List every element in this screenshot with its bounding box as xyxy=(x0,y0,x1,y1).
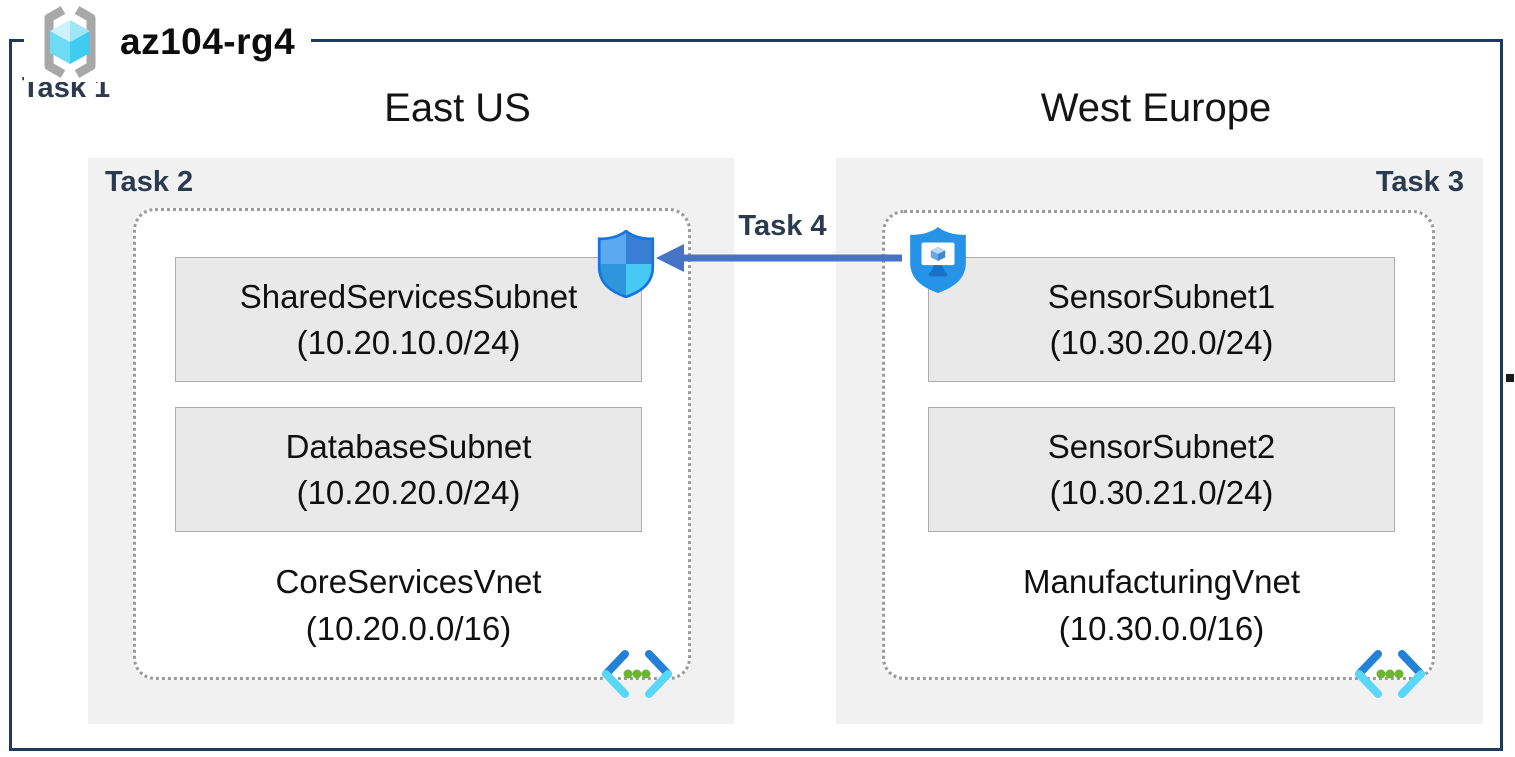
subnet-cidr: (10.20.20.0/24) xyxy=(296,473,521,511)
network-security-group-shield-icon xyxy=(597,230,655,298)
core-services-vnet-label: CoreServicesVnet (10.20.0.0/16) xyxy=(175,558,642,652)
subnet-cidr: (10.20.10.0/24) xyxy=(296,323,521,361)
task2-label: Task 2 xyxy=(105,166,194,198)
virtual-network-icon xyxy=(602,650,672,698)
subnet-cidr: (10.30.21.0/24) xyxy=(1049,473,1274,511)
resource-group-title-group: az104-rg4 xyxy=(24,2,312,82)
vnet-name: CoreServicesVnet xyxy=(275,563,542,600)
selection-handle-square xyxy=(1506,374,1514,382)
vnet-cidr: (10.20.0.0/16) xyxy=(305,610,512,647)
subnet-name: SharedServicesSubnet xyxy=(239,277,578,315)
virtual-network-icon xyxy=(1355,650,1425,698)
subnet-name: SensorSubnet1 xyxy=(1047,277,1276,315)
bastion-shield-monitor-icon xyxy=(910,227,966,293)
resource-group-icon xyxy=(44,6,96,78)
subnet-sensor1: SensorSubnet1 (10.30.20.0/24) xyxy=(928,257,1395,382)
subnet-name: SensorSubnet2 xyxy=(1047,427,1276,465)
subnet-sensor2: SensorSubnet2 (10.30.21.0/24) xyxy=(928,407,1395,532)
subnet-cidr: (10.30.20.0/24) xyxy=(1049,323,1274,361)
task4-label: Task 4 xyxy=(738,210,827,242)
vnet-cidr: (10.30.0.0/16) xyxy=(1058,610,1265,647)
peering-arrow xyxy=(656,244,902,272)
subnet-shared-services: SharedServicesSubnet (10.20.10.0/24) xyxy=(175,257,642,382)
resource-group-name: az104-rg4 xyxy=(120,21,296,62)
region-heading-west-europe: West Europe xyxy=(1040,86,1272,130)
subnet-name: DatabaseSubnet xyxy=(285,427,532,465)
subnet-database: DatabaseSubnet (10.20.20.0/24) xyxy=(175,407,642,532)
region-heading-east-us: East US xyxy=(384,86,531,130)
manufacturing-vnet-label: ManufacturingVnet (10.30.0.0/16) xyxy=(928,558,1395,652)
vnet-name: ManufacturingVnet xyxy=(1022,563,1300,600)
resource-group-frame xyxy=(9,39,1503,751)
task3-label: Task 3 xyxy=(1375,166,1464,198)
